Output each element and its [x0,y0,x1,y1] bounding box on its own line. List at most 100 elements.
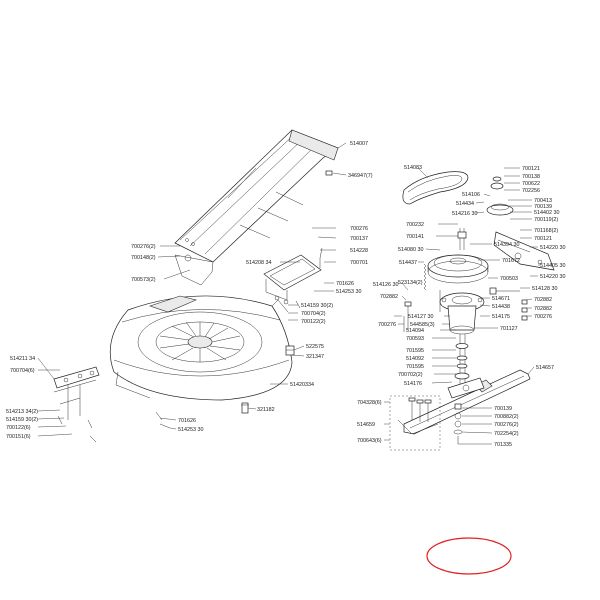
label-700573: 700573(2) [131,277,156,283]
label-514253: 514253 30 [336,289,361,295]
label-321182: 321182 [257,407,275,413]
spring [423,263,427,291]
label-700276-2: 700276(2) [131,244,156,250]
label-700622: 700622 [522,181,540,187]
deck-drain-fitting [285,345,295,356]
label-514394: 514394 30 [494,242,519,248]
label-514126: 514126 30 [373,282,398,288]
label-700232: 700232 [406,222,424,228]
label-514176: 514176 [404,381,422,387]
label-514159: 514159 30(2) [301,303,333,309]
label-701626-b: 701626 [178,418,196,424]
label-704328: 704328(6) [357,400,382,406]
label-514080: 514080 30 [398,247,423,253]
part-labels: 514007 346947(7) 700276(2) 700148(2) 700… [6,141,565,448]
label-514094: 514094 [406,328,424,334]
label-700151: 700151(6) [6,434,31,440]
label-514175: 514175 [492,314,510,320]
label-514216: 514216 30 [452,211,477,217]
label-700122-6: 700122(6) [6,425,31,431]
label-700138: 700138 [522,174,540,180]
main-pulley [427,254,489,284]
blade-hardware [453,403,463,444]
label-514127: 514127 30 [408,314,433,320]
label-702882-c: 702882 [534,306,552,312]
label-701672: 701672 [502,258,520,264]
label-514220: 514220 30 [540,245,565,251]
label-700276: 700276 [350,226,368,232]
label-514228: 514228 [350,248,368,254]
label-702256: 702256 [522,188,540,194]
label-700122: 700122(2) [301,319,326,325]
label-514437: 514437 [399,260,417,266]
label-700704: 700704(2) [301,311,326,317]
label-700413: 700413 [534,198,552,204]
label-514657: 514657 [536,365,554,371]
label-514438: 514438 [492,304,510,310]
label-700139-b: 700139 [494,406,512,412]
label-700141: 700141 [406,234,424,240]
label-700121: 700121 [522,166,540,172]
label-514203: 51420334 [290,382,314,388]
label-700643: 700643(6) [357,438,382,444]
label-514092: 514092 [406,356,424,362]
label-514106: 514106 [462,192,480,198]
label-514405: 514405 30 [540,263,565,269]
label-514128: 514128 30 [532,286,557,292]
blade-mount-bolts [389,395,441,451]
deck-pin [155,411,171,429]
label-514253-b: 514253 30 [178,427,203,433]
label-514659: 514659 [357,422,375,428]
label-701626: 701626 [336,281,354,287]
label-700702: 700702(2) [398,372,423,378]
label-700137: 700137 [350,236,368,242]
label-701168: 701168(2) [534,228,558,234]
label-700704-6: 700704(6) [10,368,35,374]
label-514211: 514211 34 [10,356,35,362]
label-346947: 346947(7) [348,173,373,179]
label-700276-d: 700276 [378,322,396,328]
label-514213: 514213 34(2) [6,409,38,415]
label-514402: 514402 30 [534,210,559,216]
spindle-shaft [454,228,470,386]
label-702882-b: 702882 [534,297,552,303]
label-514159-left: 514159 30(2) [6,417,38,423]
idler-arm [493,231,555,271]
label-700148: 700148(2) [131,255,156,261]
label-514671: 514671 [492,296,510,302]
label-700593: 700593 [406,336,424,342]
bolt-right [489,287,528,321]
leader-lines [37,142,540,445]
label-514434: 514434 [456,201,474,207]
label-700503: 700503 [500,276,518,282]
label-700276-c: 700276 [534,314,552,320]
highlight-circle [426,537,512,575]
wheel-bracket [53,366,100,443]
chute-bolt [325,170,347,176]
discharge-chute [174,129,339,286]
label-544585: 544585(3) [410,322,435,328]
label-514208: 514208 34 [246,260,271,266]
label-514007: 514007 [350,141,368,147]
drive-belt [402,171,469,205]
label-702254: 702254(2) [494,431,519,437]
label-514083: 514083 [404,165,422,171]
blade-adapter [447,377,485,399]
label-701595: 701595 [406,348,424,354]
label-700121-b: 700121 [534,236,552,242]
label-522575: 522575 [306,344,324,350]
deck-bolt [241,402,249,414]
label-701127: 701127 [500,326,518,332]
label-700139: 700139 [534,204,552,210]
label-321347: 321347 [306,354,324,360]
label-700882: 700882(2) [494,414,519,420]
idler-pulley [486,176,514,216]
label-700276-e: 700276(2) [494,422,519,428]
spindle-housing [439,292,485,335]
label-701595-b: 701595 [406,364,424,370]
label-514220-b: 514220 30 [540,274,565,280]
mower-deck [109,295,293,401]
label-701335: 701335 [494,442,512,448]
label-523134: 523134(2) [398,280,423,286]
